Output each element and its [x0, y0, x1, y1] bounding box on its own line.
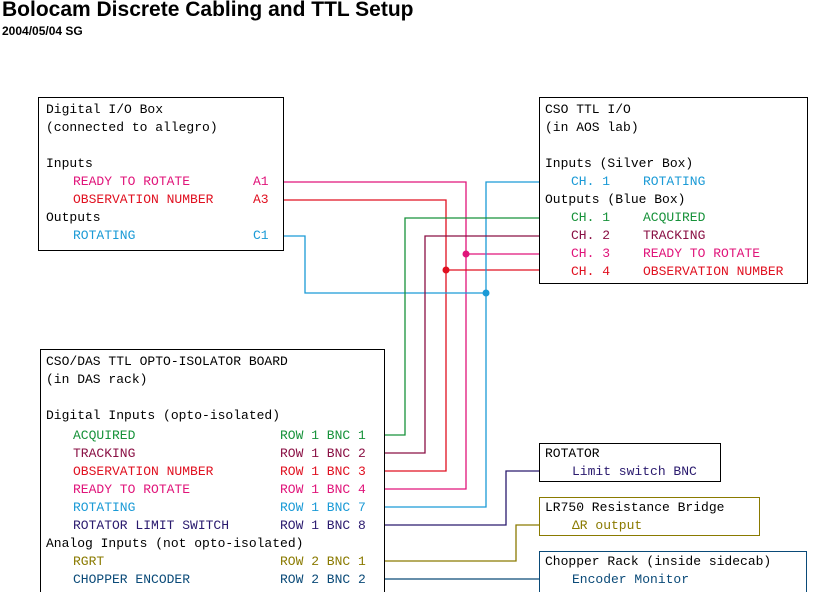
digital-io-signal-name: READY TO ROTATE: [73, 174, 191, 189]
wire-acquired: [384, 217, 566, 436]
cso-ttl-box: CSO TTL I/O (in AOS lab) Inputs (Silver …: [539, 97, 808, 284]
digital-io-outputs-label: Outputs: [46, 210, 101, 225]
opto-board-signal: ACQUIRED: [73, 428, 136, 443]
wire-tracking: [384, 235, 566, 454]
cso-ttl-subtitle: (in AOS lab): [545, 120, 639, 135]
opto-board-subtitle: (in DAS rack): [46, 372, 148, 387]
wire-rotator-limit: [384, 470, 566, 526]
rotator-item: Limit switch BNC: [572, 464, 697, 479]
opto-board-port: ROW 1 BNC 2: [280, 446, 366, 461]
opto-board-signal: TRACKING: [73, 446, 136, 461]
cso-ttl-signal: ROTATING: [643, 174, 706, 189]
cso-ttl-outputs-label: Outputs (Blue Box): [545, 192, 686, 207]
wire-rotating: [283, 235, 486, 294]
cso-ttl-channel: CH. 3: [571, 246, 611, 261]
chopper-item: Encoder Monitor: [572, 572, 690, 587]
cso-ttl-signal: READY TO ROTATE: [643, 246, 761, 261]
opto-board-port: ROW 1 BNC 8: [280, 518, 366, 533]
digital-io-signal-name: ROTATING: [73, 228, 136, 243]
opto-board-signal: OBSERVATION NUMBER: [73, 464, 214, 479]
cso-ttl-signal: OBSERVATION NUMBER: [643, 264, 784, 279]
cso-ttl-channel: CH. 4: [571, 264, 611, 279]
diagram-title: Bolocam Discrete Cabling and TTL Setup: [2, 0, 414, 21]
diagram-date: 2004/05/04 SG: [2, 24, 83, 38]
lr750-item: ΔR output: [572, 518, 643, 533]
digital-io-box: Digital I/O Box (connected to allegro) I…: [38, 97, 284, 251]
cso-ttl-signal: TRACKING: [643, 228, 706, 243]
wire-ready-to-rotate: [283, 181, 467, 490]
digital-io-signal-port: A1: [253, 174, 269, 189]
rotator-box: ROTATOR Limit switch BNC: [539, 443, 721, 482]
opto-board-title: CSO/DAS TTL OPTO-ISOLATOR BOARD: [46, 354, 288, 369]
junction-rotating: [482, 289, 490, 297]
rotator-title: ROTATOR: [545, 446, 600, 461]
chopper-title: Chopper Rack (inside sidecab): [545, 554, 772, 569]
wire-observation-number: [283, 199, 447, 472]
junction-observation-number: [442, 266, 450, 274]
opto-board-signal: RGRT: [73, 554, 105, 569]
opto-board-digital-label: Digital Inputs (opto-isolated): [46, 408, 281, 423]
junction-ready-to-rotate: [462, 250, 470, 258]
opto-isolator-board-box: CSO/DAS TTL OPTO-ISOLATOR BOARD (in DAS …: [40, 349, 385, 592]
opto-board-signal: READY TO ROTATE: [73, 482, 191, 497]
opto-board-port: ROW 2 BNC 2: [280, 572, 366, 587]
digital-io-signal-name: OBSERVATION NUMBER: [73, 192, 214, 207]
opto-board-port: ROW 1 BNC 4: [280, 482, 366, 497]
opto-board-port: ROW 1 BNC 1: [280, 428, 366, 443]
chopper-rack-box: Chopper Rack (inside sidecab) Encoder Mo…: [539, 551, 807, 592]
lr750-title: LR750 Resistance Bridge: [545, 500, 725, 515]
digital-io-signal-port: A3: [253, 192, 269, 207]
digital-io-title: Digital I/O Box: [46, 102, 164, 117]
cso-ttl-channel: CH. 2: [571, 228, 611, 243]
digital-io-subtitle: (connected to allegro): [46, 120, 218, 135]
opto-board-signal: CHOPPER ENCODER: [73, 572, 191, 587]
opto-board-analog-label: Analog Inputs (not opto-isolated): [46, 536, 304, 551]
wire-rotating-cso: [384, 181, 566, 508]
opto-board-signal: ROTATOR LIMIT SWITCH: [73, 518, 230, 533]
opto-board-signal: ROTATING: [73, 500, 136, 515]
cso-ttl-inputs-label: Inputs (Silver Box): [545, 156, 694, 171]
cso-ttl-channel: CH. 1: [571, 174, 611, 189]
cso-ttl-signal: ACQUIRED: [643, 210, 706, 225]
lr750-box: LR750 Resistance Bridge ΔR output: [539, 497, 760, 536]
opto-board-port: ROW 2 BNC 1: [280, 554, 366, 569]
opto-board-port: ROW 1 BNC 7: [280, 500, 366, 515]
digital-io-inputs-label: Inputs: [46, 156, 93, 171]
digital-io-signal-port: C1: [253, 228, 269, 243]
opto-board-port: ROW 1 BNC 3: [280, 464, 366, 479]
cso-ttl-channel: CH. 1: [571, 210, 611, 225]
cso-ttl-title: CSO TTL I/O: [545, 102, 631, 117]
